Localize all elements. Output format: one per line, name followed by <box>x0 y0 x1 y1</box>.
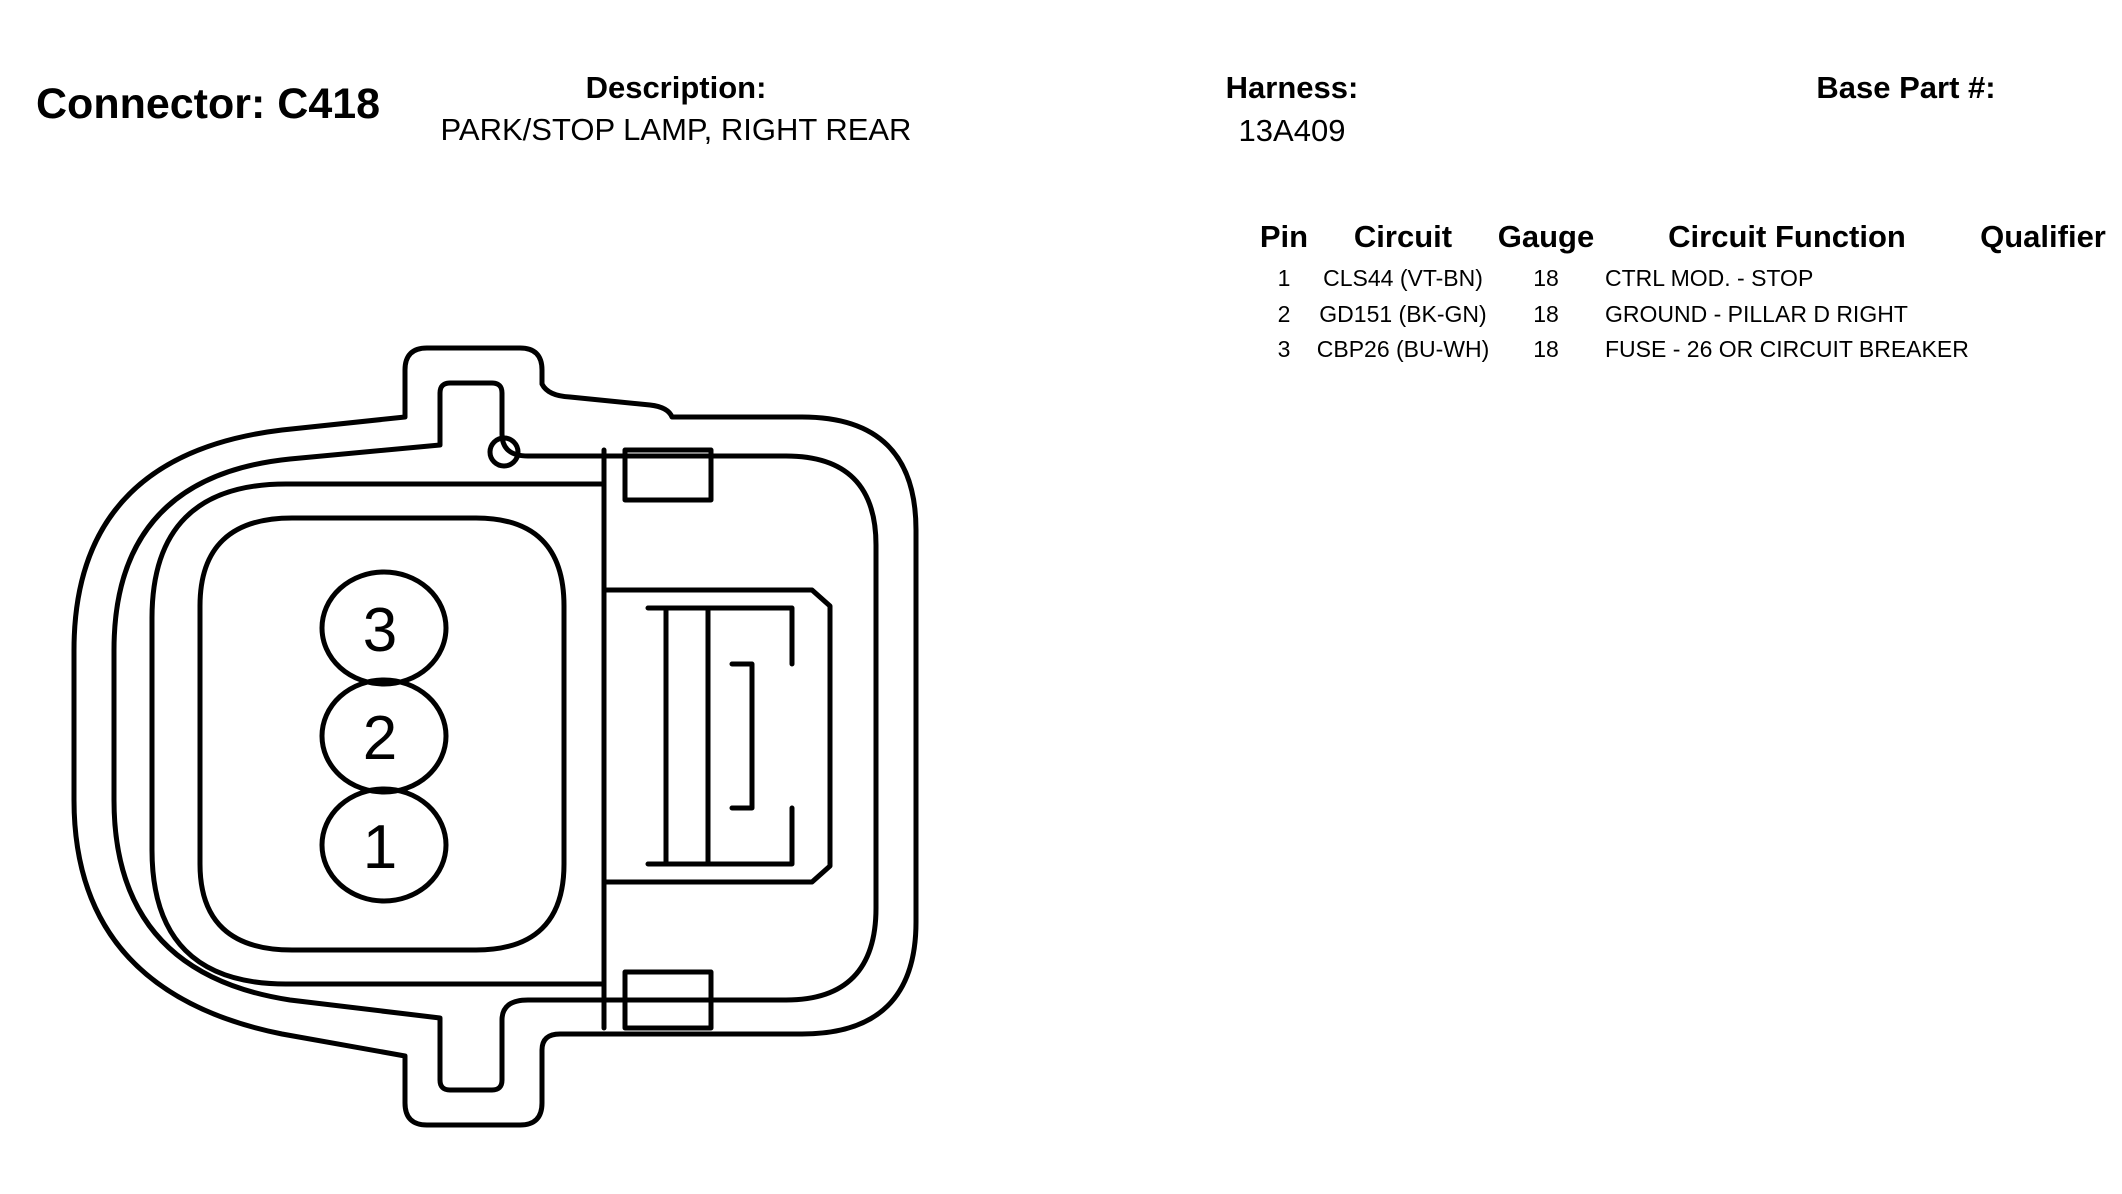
description-value: PARK/STOP LAMP, RIGHT REAR <box>440 112 912 147</box>
pin-cavity-outline <box>197 515 567 953</box>
housing-inner-outline <box>149 481 607 987</box>
column-header-circuit-function: Circuit Function <box>1668 219 1906 254</box>
column-header-circuit: Circuit <box>1353 219 1453 254</box>
row-pin: 1 <box>1277 265 1291 291</box>
locking-latch <box>601 587 833 885</box>
pin-2-label: 2 <box>363 704 397 773</box>
keying-notch <box>487 435 521 469</box>
description-label: Description: <box>585 70 767 105</box>
row-function: FUSE - 26 OR CIRCUIT BREAKER <box>1605 336 1969 362</box>
row-pin: 3 <box>1277 336 1291 362</box>
row-circuit: CBP26 (BU-WH) <box>1316 336 1490 362</box>
row-function: GROUND - PILLAR D RIGHT <box>1605 301 1908 327</box>
column-header-qualifier: Qualifier <box>1980 219 2106 254</box>
base-part-label: Base Part #: <box>1816 70 1996 105</box>
latch-top-tab <box>622 447 714 503</box>
locking-latch-inner <box>645 605 795 867</box>
column-header-gauge: Gauge <box>1497 219 1595 254</box>
row-circuit: CLS44 (VT-BN) <box>1323 265 1483 291</box>
housing-middle-outline <box>111 380 879 1093</box>
harness-label: Harness: <box>1225 70 1359 105</box>
pin-3-label: 3 <box>363 596 397 665</box>
pin-1-circle <box>319 786 449 904</box>
row-pin: 2 <box>1277 301 1291 327</box>
row-gauge: 18 <box>1533 301 1559 327</box>
column-header-pin: Pin <box>1259 219 1309 254</box>
row-gauge: 18 <box>1533 336 1559 362</box>
latch-bottom-tab <box>622 969 714 1031</box>
pin-1-label: 1 <box>363 813 397 882</box>
harness-value: 13A409 <box>1238 113 1346 148</box>
housing-outer-outline <box>71 345 919 1128</box>
latch-slot <box>729 661 755 811</box>
row-gauge: 18 <box>1533 265 1559 291</box>
connector-title: Connector: C418 <box>36 80 381 128</box>
row-circuit: GD151 (BK-GN) <box>1319 301 1487 327</box>
row-function: CTRL MOD. - STOP <box>1605 265 1814 291</box>
pin-2-circle <box>319 677 449 795</box>
pin-3-circle <box>319 569 449 687</box>
